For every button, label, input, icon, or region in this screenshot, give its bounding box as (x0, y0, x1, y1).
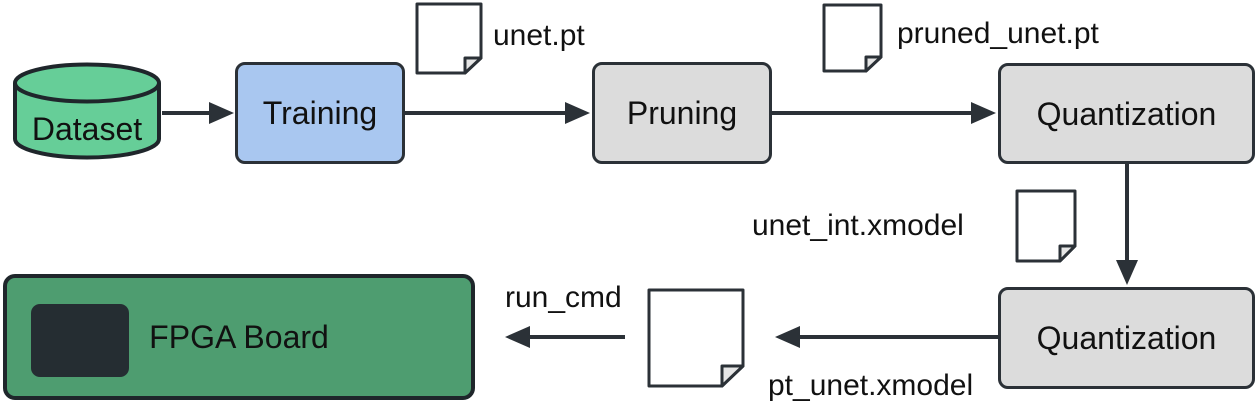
file-icon-pruned-unet-pt (822, 3, 883, 78)
dataset-node: Dataset (12, 62, 162, 160)
arrow-file-to-fpga (505, 326, 625, 348)
unet-int-xmodel-label: unet_int.xmodel (752, 209, 964, 242)
quantization-bottom-label: Quantization (1036, 320, 1217, 356)
quantization-top-node: Quantization (998, 63, 1255, 164)
unet-pt-label: unet.pt (493, 19, 585, 52)
fpga-board-node: FPGA Board (3, 274, 475, 400)
pt-unet-xmodel-label: pt_unet.xmodel (768, 369, 974, 401)
dataset-label: Dataset (31, 111, 143, 147)
file-icon-unet-pt (415, 2, 483, 80)
file-icon-unet-int-xmodel (1015, 189, 1077, 268)
quantization-bottom-node: Quantization (998, 287, 1255, 389)
training-label: Training (262, 95, 378, 131)
quantization-top-label: Quantization (1036, 95, 1217, 132)
arrow-pruning-to-quantization (772, 102, 996, 124)
pruned-unet-pt-label: pruned_unet.pt (897, 17, 1099, 50)
arrow-quantization-down (1116, 164, 1138, 285)
database-cylinder-icon (13, 62, 161, 160)
file-icon-run-cmd (647, 288, 745, 393)
run-cmd-label: run_cmd (505, 281, 622, 314)
arrow-training-to-pruning (405, 102, 590, 124)
fpga-chip-icon (31, 304, 129, 377)
pruning-node: Pruning (592, 62, 772, 164)
fpga-board-label: FPGA Board (149, 318, 329, 355)
arrow-quantization-to-file (775, 326, 998, 348)
arrow-dataset-to-training (162, 102, 234, 124)
training-node: Training (235, 62, 405, 164)
pruning-label: Pruning (626, 95, 738, 131)
